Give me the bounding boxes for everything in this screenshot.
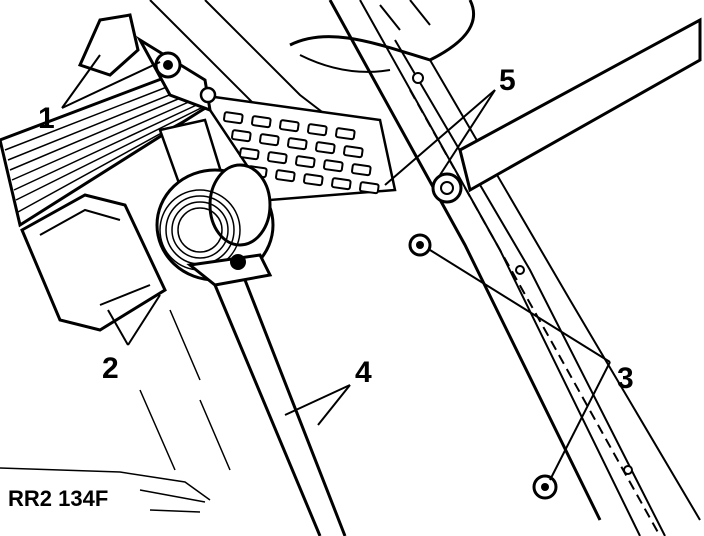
trim-panel-slot — [315, 141, 336, 155]
trim-panel-slot — [331, 177, 352, 191]
trim-panel-slot — [279, 119, 300, 133]
trim-panel-slot — [259, 133, 280, 147]
belt-anchor-strap — [431, 17, 702, 204]
retractor-reel — [155, 163, 275, 287]
trim-panel-slot — [303, 173, 324, 187]
trim-panel-slot — [359, 181, 380, 195]
leader-lines — [61, 54, 611, 481]
figure-code: RR2 134F — [8, 486, 108, 511]
callout-4: 4 — [355, 356, 372, 389]
callout-3: 3 — [617, 362, 634, 395]
trim-panel-slot — [295, 155, 316, 169]
trim-panel-slot — [239, 147, 260, 161]
trim-panel-slot — [275, 169, 296, 183]
trim-panel-slot — [307, 123, 328, 137]
callout-2: 2 — [102, 352, 119, 385]
trim-panel-slot — [223, 111, 244, 125]
trim-panel-slot — [287, 137, 308, 151]
callout-5: 5 — [499, 64, 516, 97]
trim-panel-slot — [343, 145, 364, 159]
belt-guide-loop — [77, 13, 217, 113]
seat-belt-webbing — [0, 68, 213, 228]
reel-cover — [20, 193, 167, 332]
callout-1: 1 — [38, 102, 55, 135]
fixing-bolts — [408, 72, 633, 500]
trim-panel-slot — [251, 115, 272, 129]
pillar-trim-strip — [139, 279, 347, 536]
trim-panel-slot — [231, 129, 252, 143]
trim-panel-slot — [335, 127, 356, 141]
trim-panel-slot — [351, 163, 372, 177]
trim-panel-slot — [267, 151, 288, 165]
trim-panel-slot — [323, 159, 344, 173]
floor-trim-lines — [0, 467, 211, 513]
